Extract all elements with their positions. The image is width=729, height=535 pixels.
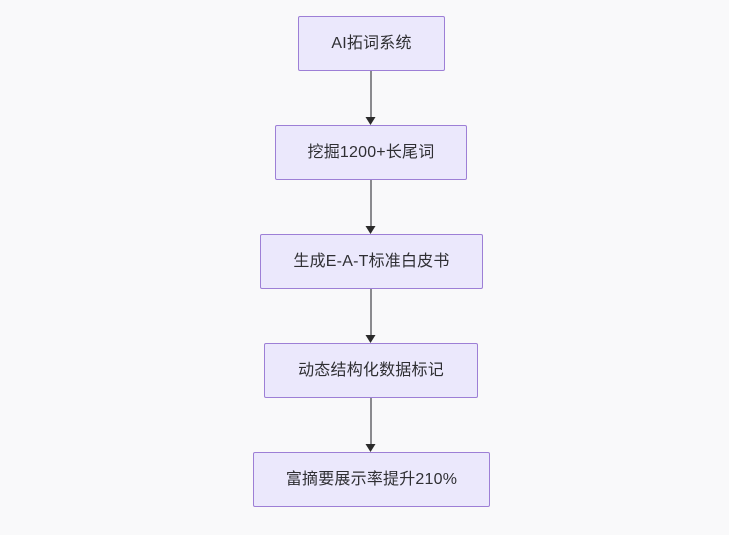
- arrowhead-down-icon: [365, 116, 376, 125]
- flow-node-n4[interactable]: 动态结构化数据标记: [264, 343, 478, 398]
- arrowhead-down-icon: [365, 225, 376, 234]
- flow-edge-line: [370, 398, 372, 444]
- flow-node-n2[interactable]: 挖掘1200+长尾词: [275, 125, 467, 180]
- flow-node-n1[interactable]: AI拓词系统: [298, 16, 445, 71]
- flow-node-n3[interactable]: 生成E-A-T标准白皮书: [260, 234, 483, 289]
- flow-edge-line: [370, 289, 372, 335]
- flow-node-label: AI拓词系统: [331, 34, 412, 52]
- flow-node-label: 生成E-A-T标准白皮书: [293, 252, 450, 270]
- flow-node-label: 富摘要展示率提升210%: [285, 470, 458, 488]
- flow-edge-line: [370, 180, 372, 226]
- flow-node-label: 挖掘1200+长尾词: [307, 143, 435, 161]
- flow-edge-line: [370, 71, 372, 117]
- flow-node-n5[interactable]: 富摘要展示率提升210%: [253, 452, 490, 507]
- flow-node-label: 动态结构化数据标记: [298, 361, 444, 379]
- arrowhead-down-icon: [365, 334, 376, 343]
- arrowhead-down-icon: [365, 443, 376, 452]
